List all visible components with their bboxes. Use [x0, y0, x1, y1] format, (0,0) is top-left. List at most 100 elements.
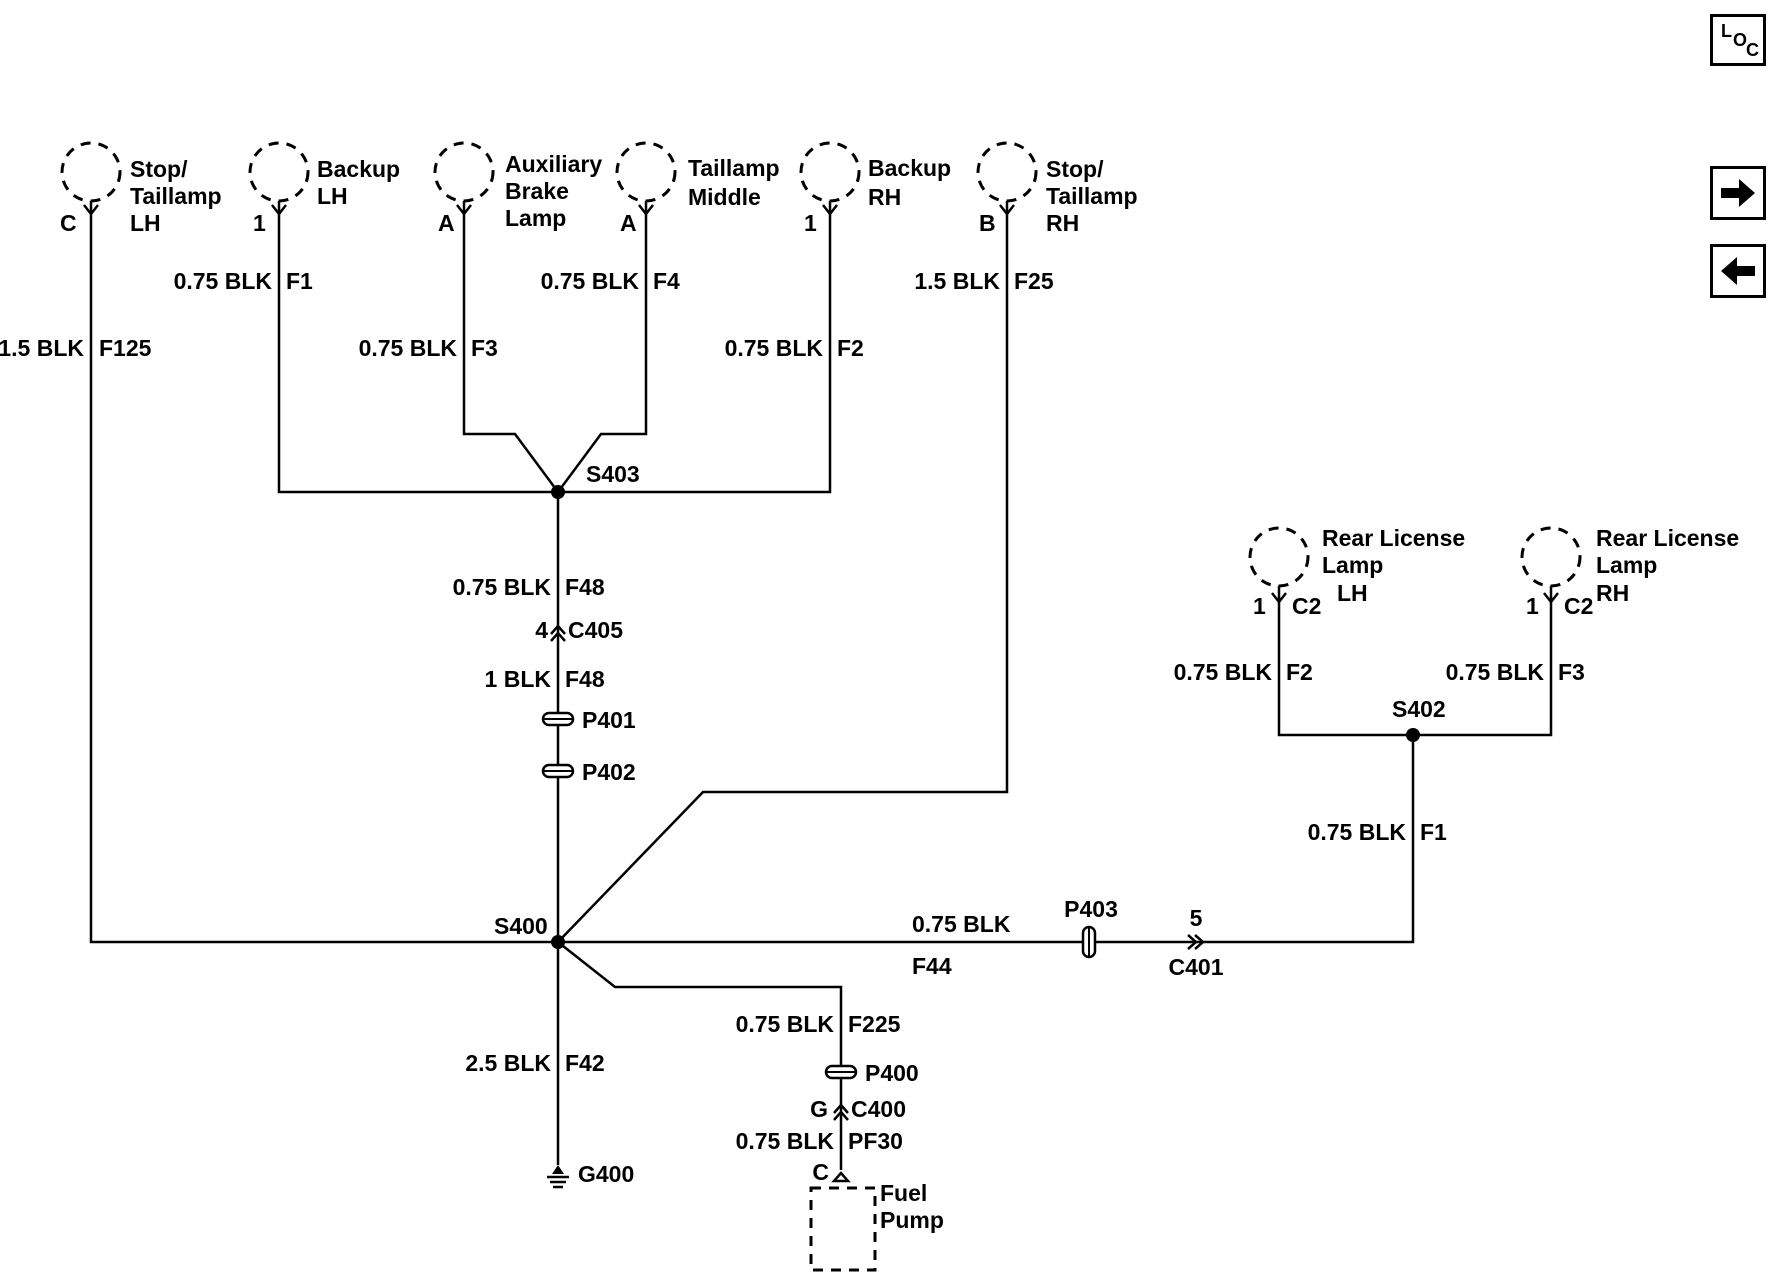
- lamp-label: Taillamp: [1046, 183, 1138, 209]
- lamp-label: Lamp: [1596, 552, 1657, 578]
- pin-label: 1: [253, 210, 266, 236]
- pin-label: B: [979, 210, 996, 236]
- lamp-stop-lh-icon: [60, 141, 122, 203]
- lamp-label: Stop/: [1046, 156, 1104, 182]
- pass-through-p401: P401: [541, 707, 636, 733]
- wire-gauge: 0.75 BLK: [1308, 819, 1407, 845]
- lamp-backup-rh-icon: [799, 141, 861, 203]
- terminal-fork-icon: [638, 204, 654, 217]
- lamp-auxiliary-brake: Auxiliary Brake Lamp A: [433, 141, 602, 236]
- lamp-label: RH: [868, 184, 901, 210]
- wire-circuit: F4: [653, 268, 680, 294]
- lamp-taillamp-middle: Taillamp Middle A: [615, 141, 780, 236]
- pin-label: 1: [804, 210, 817, 236]
- wire-f25: [557, 210, 1009, 943]
- connector-label: C405: [568, 617, 623, 643]
- wire-circuit: F44: [912, 953, 952, 979]
- wire-circuit: F225: [848, 1011, 901, 1037]
- connector-pin: 4: [535, 617, 548, 643]
- wire-gauge: 0.75 BLK: [736, 1011, 835, 1037]
- terminal-fork-icon: [999, 204, 1015, 217]
- component-label: Fuel: [880, 1180, 927, 1206]
- lamp-label: Rear License: [1322, 525, 1465, 551]
- pass-through-p403: P403: [1064, 896, 1118, 959]
- back-button[interactable]: [1710, 244, 1766, 298]
- pin-label: 1: [1526, 593, 1539, 619]
- splice-s400: S400: [494, 913, 565, 949]
- wire-gauge: 0.75 BLK: [174, 268, 273, 294]
- lamp-stop-rh-icon: [976, 141, 1038, 203]
- arrow-right-icon: [1721, 179, 1755, 207]
- wire-gauge: 0.75 BLK: [1174, 659, 1273, 685]
- wire-circuit: PF30: [848, 1128, 903, 1154]
- lamp-stop-taillamp-lh: Stop/ Taillamp LH C: [60, 141, 222, 236]
- wire-f4-mid: [556, 210, 648, 493]
- wire-f3-lic: [1413, 597, 1553, 737]
- wire-labels: 1.5 BLK F125 0.75 BLK F1 0.75 BLK F3 0.7…: [0, 268, 1585, 1154]
- loc-letter: C: [1746, 40, 1759, 60]
- loc-icon: L O C: [1721, 21, 1759, 60]
- lamp-backup-lh-icon: [248, 141, 310, 203]
- fuel-pump: C Fuel Pump: [809, 1159, 944, 1272]
- loc-button[interactable]: L O C: [1710, 14, 1766, 66]
- lamp-rear-license-lh: Rear License Lamp LH 1 C2: [1248, 525, 1465, 619]
- wire-gauge: 1.5 BLK: [914, 268, 1000, 294]
- connector-chevron-icon: [550, 624, 566, 642]
- lamp-label: Backup: [868, 155, 951, 181]
- lamp-label: Brake: [505, 178, 569, 204]
- wire-circuit: F48: [565, 666, 605, 692]
- ground-icon: [552, 1165, 564, 1174]
- lamp-license-lh-icon: [1248, 526, 1310, 588]
- connector-label: C401: [1169, 954, 1224, 980]
- wire-f2-lic: [1277, 597, 1413, 737]
- wire-circuit: F125: [99, 335, 152, 361]
- wire-circuit: F3: [471, 335, 498, 361]
- connector-c400: G C400: [810, 1096, 906, 1122]
- lamp-label: Middle: [688, 184, 761, 210]
- pin-label: A: [438, 210, 455, 236]
- forward-button[interactable]: [1710, 166, 1766, 220]
- wire-f125: [89, 210, 558, 944]
- terminal-fork-icon: [83, 204, 99, 217]
- connector-label: C400: [851, 1096, 906, 1122]
- splice-s403: S403: [551, 461, 640, 499]
- splice-label: S403: [586, 461, 640, 487]
- wire-gauge: 0.75 BLK: [725, 335, 824, 361]
- pin-label: A: [620, 210, 637, 236]
- pin-label: C: [812, 1159, 829, 1185]
- lamp-label: Lamp: [505, 205, 566, 231]
- lamp-label: RH: [1596, 580, 1629, 606]
- splice-label: S400: [494, 913, 548, 939]
- wire-circuit: F2: [837, 335, 864, 361]
- wire-gauge: 2.5 BLK: [465, 1050, 551, 1076]
- loc-letter: L: [1721, 21, 1732, 41]
- lamp-stop-taillamp-rh: Stop/ Taillamp RH B: [976, 141, 1138, 236]
- ground-label: G400: [578, 1161, 634, 1187]
- wire-circuit: F2: [1286, 659, 1313, 685]
- terminal-icon: [831, 1171, 851, 1183]
- lamp-backup-rh: Backup RH 1: [799, 141, 951, 236]
- terminal-fork-icon: [456, 204, 472, 217]
- wire-gauge: 0.75 BLK: [912, 911, 1011, 937]
- wire-circuit: F48: [565, 574, 605, 600]
- terminal-fork-icon: [822, 204, 838, 217]
- pin-label: C: [60, 210, 77, 236]
- ground-g400: G400: [547, 1161, 634, 1189]
- splice-dot-icon: [551, 485, 565, 499]
- wire-circuit: F1: [1420, 819, 1447, 845]
- wire-f44: [558, 735, 1415, 944]
- terminal-fork-icon: [271, 204, 287, 217]
- connector-chevron-icon: [1187, 934, 1205, 950]
- lamp-label: RH: [1046, 210, 1079, 236]
- splice-label: S402: [1392, 696, 1446, 722]
- loc-letter: O: [1733, 30, 1747, 50]
- lamp-label: Rear License: [1596, 525, 1739, 551]
- terminal-fork-icon: [1271, 592, 1287, 605]
- connector-chevron-icon: [833, 1103, 849, 1121]
- lamp-backup-lh: Backup LH 1: [248, 141, 400, 236]
- wire-f1-backup: [277, 210, 558, 494]
- lamp-license-rh-icon: [1520, 526, 1582, 588]
- connector-label: C2: [1564, 593, 1593, 619]
- connector-pin: 5: [1190, 905, 1203, 931]
